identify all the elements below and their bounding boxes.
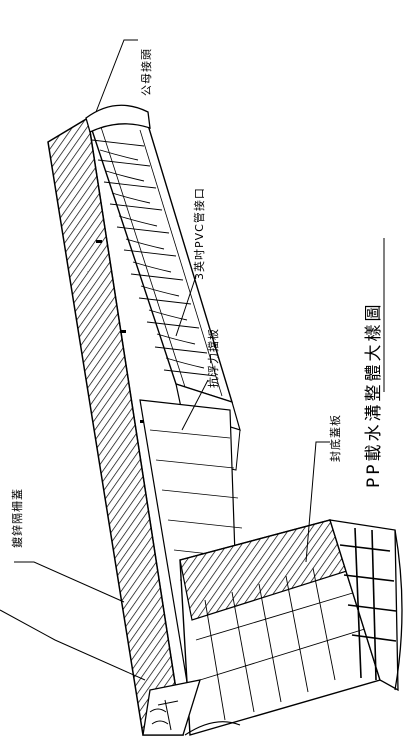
leader-anti-float-plate: [181, 379, 209, 431]
leader-pvc-port: [175, 275, 197, 337]
leader-male-female-joint: [95, 39, 138, 113]
label-male-female-joint: 公母接頭: [140, 48, 153, 96]
leader-bottom-cover: [305, 441, 330, 563]
leader-grate-lower: [0, 609, 146, 681]
leader-lines: [0, 39, 385, 681]
label-anti-float-plate: 抗浮力擋板: [207, 328, 220, 388]
short-trench: [179, 519, 403, 736]
label-bottom-cover: 封底蓋板: [329, 414, 342, 462]
leader-galvanized-grate: [14, 561, 125, 603]
drawing-title: PP載水溝整體大樣圖: [364, 301, 384, 488]
label-galvanized-grate: 鍍鋅隔柵蓋: [11, 488, 24, 548]
corner-junction: [142, 679, 241, 736]
label-pvc-port: 3英吋PVC管接口: [193, 187, 206, 280]
